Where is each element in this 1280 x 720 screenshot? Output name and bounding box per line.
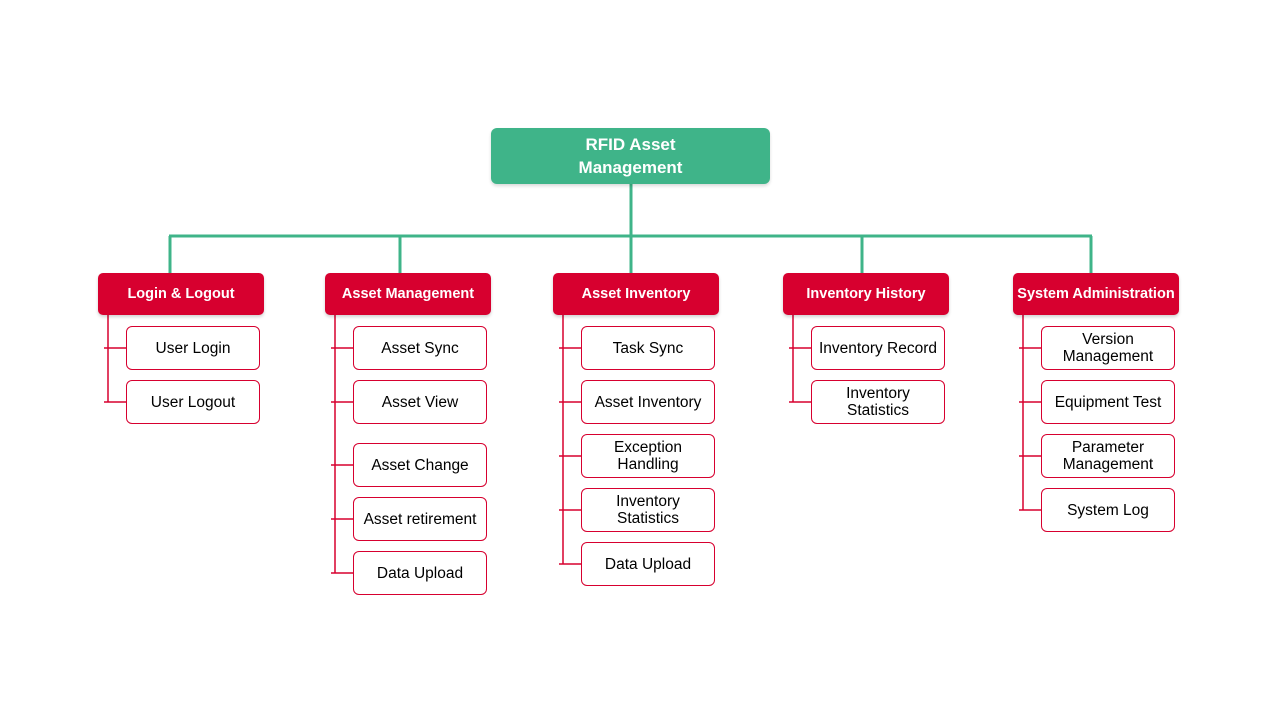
leaf-data-upload: Data Upload bbox=[581, 542, 715, 586]
leaf-label: System Log bbox=[1067, 501, 1149, 519]
leaf-label: Inventory Statistics bbox=[616, 493, 680, 527]
leaf-inventory-statistics: Inventory Statistics bbox=[811, 380, 945, 424]
leaf-system-log: System Log bbox=[1041, 488, 1175, 532]
leaf-label: Version Management bbox=[1062, 331, 1154, 365]
leaf-asset-view: Asset View bbox=[353, 380, 487, 424]
root-node-label: RFID Asset Management bbox=[578, 135, 683, 177]
category-asset-inventory: Asset Inventory bbox=[553, 273, 719, 315]
category-system-administration: System Administration bbox=[1013, 273, 1179, 315]
leaf-label: Data Upload bbox=[376, 564, 464, 582]
leaf-label: Data Upload bbox=[604, 555, 692, 573]
leaf-label: Inventory Record bbox=[818, 339, 938, 357]
leaf-inventory-statistics: Inventory Statistics bbox=[581, 488, 715, 532]
leaf-label: User Logout bbox=[150, 393, 236, 411]
leaf-task-sync: Task Sync bbox=[581, 326, 715, 370]
category-asset-management: Asset Management bbox=[325, 273, 491, 315]
leaf-label: Asset Change bbox=[371, 456, 469, 474]
leaf-label: Asset Sync bbox=[381, 339, 459, 357]
category-label: Asset Inventory bbox=[581, 286, 691, 302]
leaf-label: Asset View bbox=[381, 393, 459, 411]
category-label: Inventory History bbox=[806, 286, 926, 302]
leaf-asset-change: Asset Change bbox=[353, 443, 487, 487]
leaf-label: Equipment Test bbox=[1054, 393, 1162, 411]
leaf-inventory-record: Inventory Record bbox=[811, 326, 945, 370]
leaf-parameter-management: Parameter Management bbox=[1041, 434, 1175, 478]
category-label: Asset Management bbox=[341, 286, 475, 302]
leaf-asset-inventory: Asset Inventory bbox=[581, 380, 715, 424]
leaf-user-login: User Login bbox=[126, 326, 260, 370]
leaf-asset-retirement: Asset retirement bbox=[353, 497, 487, 541]
leaf-label: Asset retirement bbox=[363, 510, 477, 528]
leaf-exception-handling: Exception Handling bbox=[581, 434, 715, 478]
leaf-version-management: Version Management bbox=[1041, 326, 1175, 370]
leaf-label: Inventory Statistics bbox=[846, 385, 910, 419]
leaf-label: Parameter Management bbox=[1062, 439, 1154, 473]
category-login-logout: Login & Logout bbox=[98, 273, 264, 315]
leaf-label: Asset Inventory bbox=[594, 393, 702, 411]
leaf-asset-sync: Asset Sync bbox=[353, 326, 487, 370]
category-label: System Administration bbox=[1017, 286, 1175, 302]
root-node: RFID Asset Management bbox=[491, 128, 770, 184]
leaf-user-logout: User Logout bbox=[126, 380, 260, 424]
leaf-data-upload: Data Upload bbox=[353, 551, 487, 595]
leaf-label: User Login bbox=[155, 339, 231, 357]
leaf-label: Task Sync bbox=[612, 339, 684, 357]
leaf-label: Exception Handling bbox=[613, 439, 683, 473]
category-inventory-history: Inventory History bbox=[783, 273, 949, 315]
leaf-connector-group bbox=[104, 315, 1041, 574]
leaf-equipment-test: Equipment Test bbox=[1041, 380, 1175, 424]
category-label: Login & Logout bbox=[127, 286, 235, 302]
